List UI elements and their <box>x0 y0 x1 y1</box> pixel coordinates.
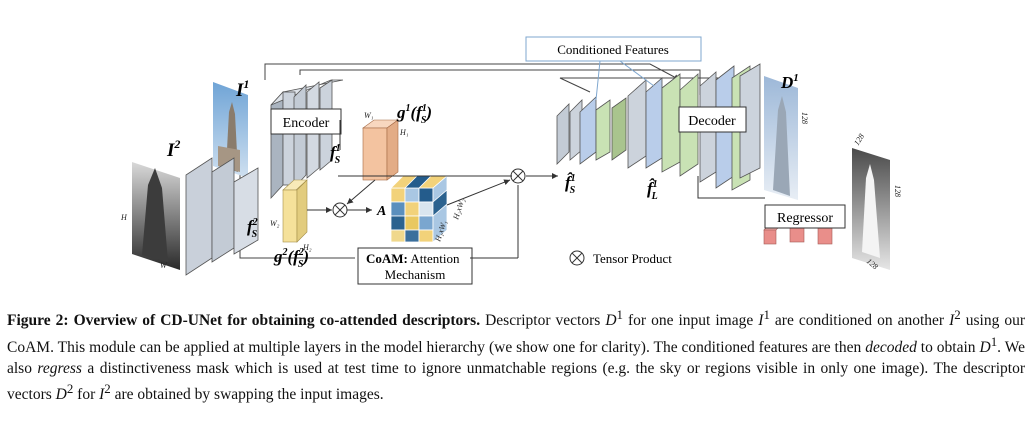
output-image-d1 <box>764 76 798 200</box>
decoder-box <box>678 106 747 133</box>
label-fs1: f <box>330 143 338 162</box>
label-a: A <box>376 204 386 219</box>
output-mask <box>852 148 890 270</box>
coam-box <box>357 247 473 285</box>
encoder-label: Encoder <box>283 116 330 131</box>
decoder-stack <box>556 63 761 191</box>
dim-128-mask-top: 128 <box>852 132 866 147</box>
dim-h2w2: H₂xW₂ <box>451 197 467 221</box>
dim-w1: W₁ <box>364 111 374 120</box>
coam-line2: Mechanism <box>385 267 446 282</box>
label-fhat-s: f̂ <box>565 172 573 192</box>
figure-caption: Figure 2: Overview of CD-UNet for obtain… <box>7 307 1026 404</box>
input-image-i2 <box>132 162 180 270</box>
label-g2: g <box>273 247 283 266</box>
g1-feature-block <box>362 119 399 181</box>
legend-tensor-product: Tensor Product <box>569 250 672 266</box>
svg-text:f̂1L: f̂1L <box>647 178 658 202</box>
dim-h: H <box>120 213 128 222</box>
regressor-box <box>764 204 846 229</box>
dim-h1: H₁ <box>399 128 409 137</box>
label-g1: g <box>396 103 406 122</box>
conditioned-features-box <box>525 36 702 62</box>
encoder-box <box>270 108 342 135</box>
legend-tensor-product-label: Tensor Product <box>593 251 672 266</box>
label-d1: D <box>780 73 793 92</box>
decoder-label: Decoder <box>688 114 736 129</box>
dim-128-mask-side: 128 <box>893 185 902 197</box>
g2-feature-block <box>282 179 308 243</box>
tensor-product-symbol <box>332 168 526 218</box>
label-i2: I <box>166 140 175 161</box>
dim-w2: W₂ <box>270 219 280 228</box>
caption-title: Figure 2: Overview of CD-UNet for obtain… <box>7 312 481 330</box>
regressor-label: Regressor <box>777 211 833 226</box>
svg-text:D1: D1 <box>780 72 799 92</box>
coam-title-rest: Attention <box>408 251 460 266</box>
svg-text:g1(f1S): g1(f1S) <box>396 103 432 126</box>
attention-flow-arrows <box>307 120 558 259</box>
svg-text:CoAM: Attention: CoAM: Attention <box>366 251 460 266</box>
coam-title: CoAM: <box>366 251 408 266</box>
svg-text:I2: I2 <box>166 137 180 161</box>
label-fhat-l: f̂ <box>647 178 655 198</box>
svg-text:f2S: f2S <box>247 217 258 240</box>
architecture-diagram: Encoder CoAM: Attention Mechanism <box>120 36 902 285</box>
dim-w: W <box>160 261 168 270</box>
label-i1: I <box>235 80 244 101</box>
dim-128-d1: 128 <box>800 112 809 124</box>
svg-text:g2(f2S): g2(f2S) <box>273 247 309 270</box>
dim-h2: H₂ <box>302 243 312 252</box>
attention-cube <box>390 175 449 243</box>
svg-text:f1S: f1S <box>330 143 341 166</box>
encoder-stack <box>185 79 344 276</box>
conditioned-features-label: Conditioned Features <box>557 42 669 57</box>
svg-text:I1: I1 <box>235 77 249 101</box>
label-fs2: f <box>247 217 255 236</box>
svg-text:f̂1S: f̂1S <box>565 172 576 196</box>
